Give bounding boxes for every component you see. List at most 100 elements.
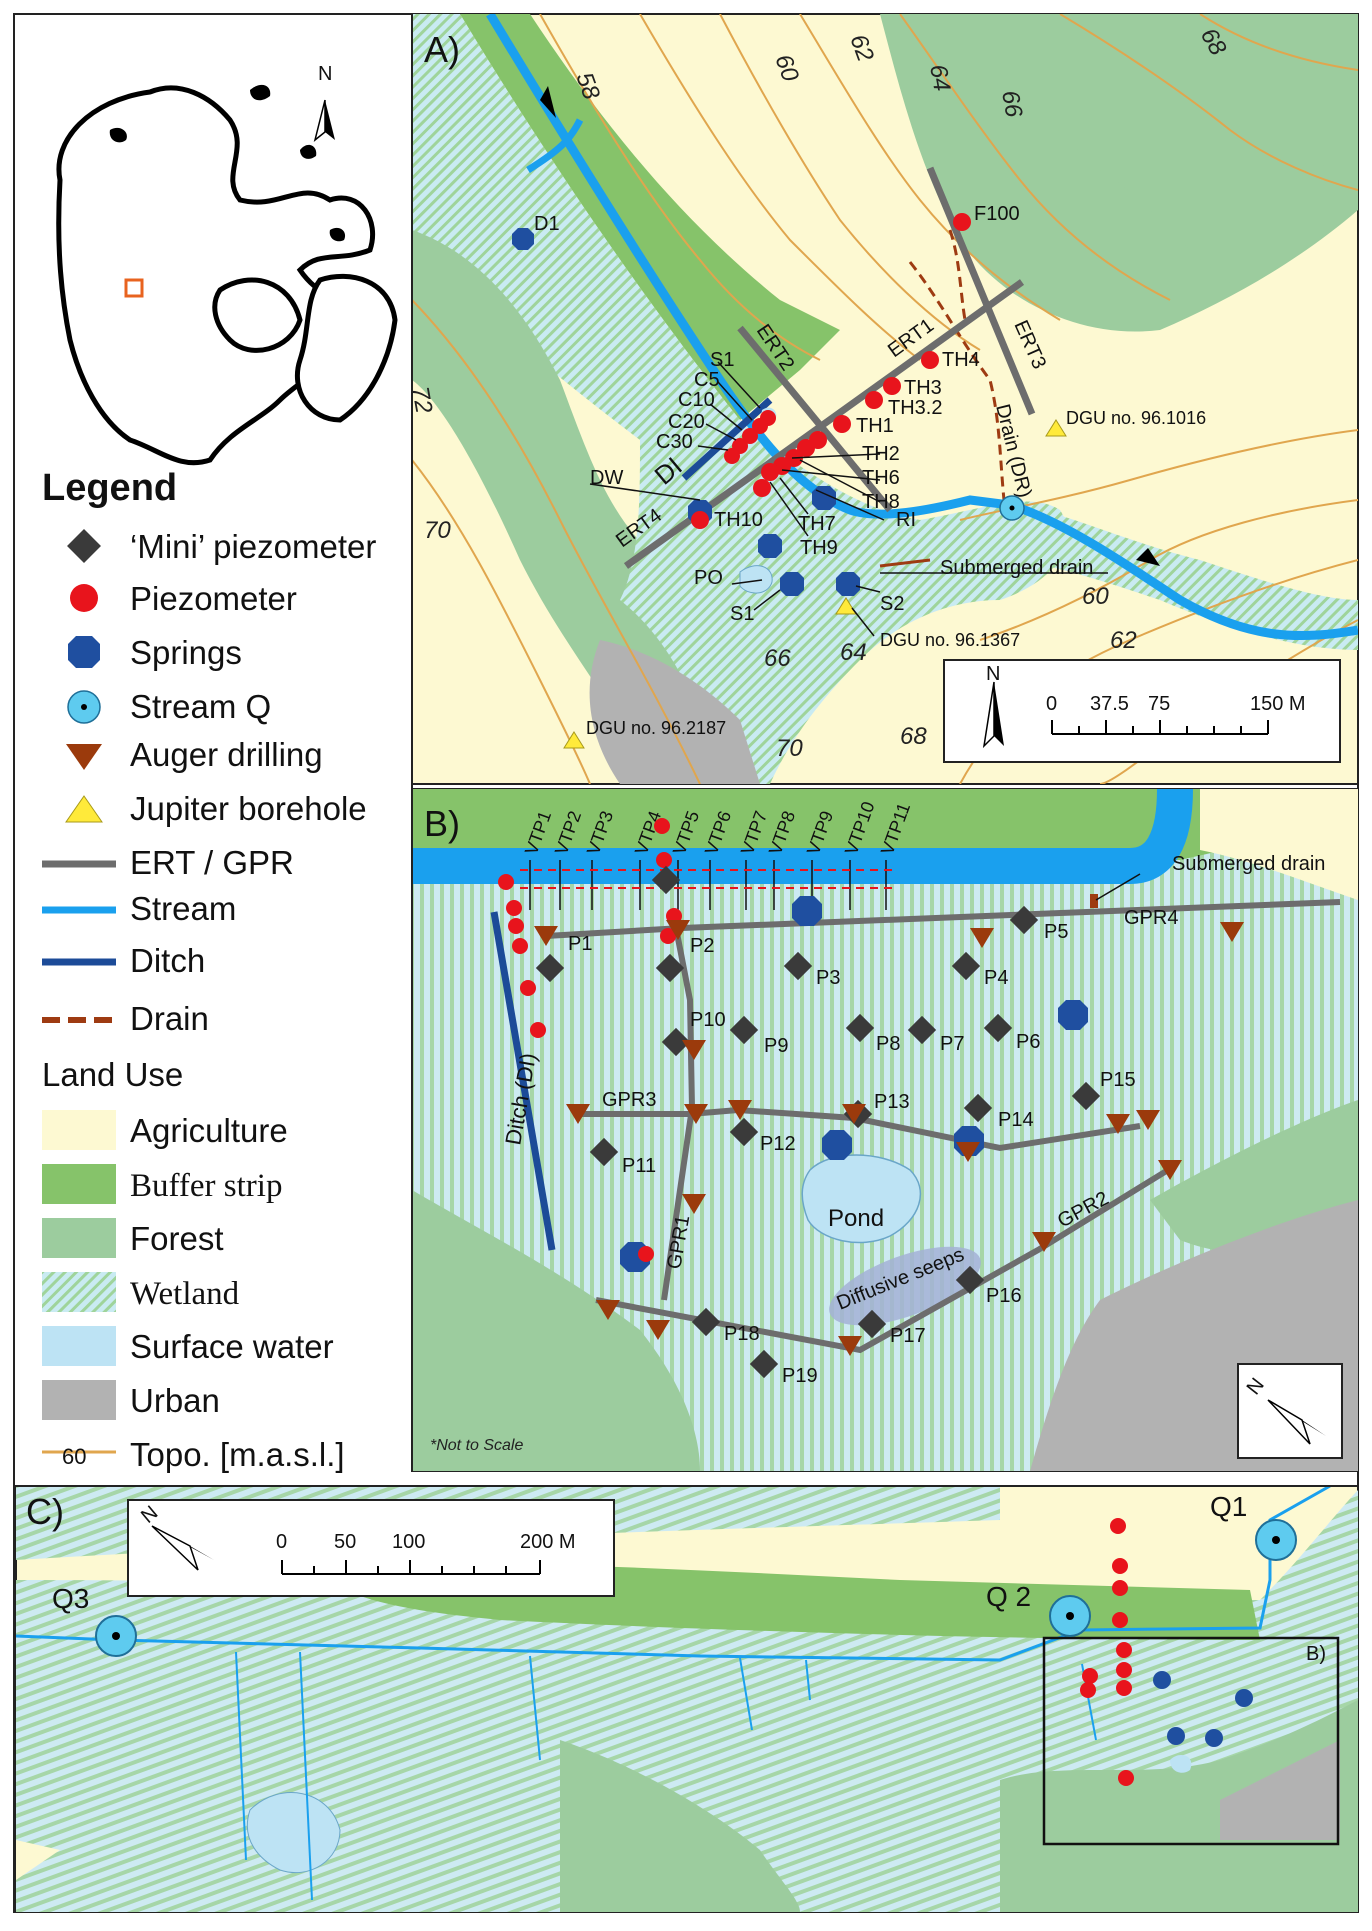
label-po: PO [694,567,723,589]
label-q1: Q1 [1210,1491,1247,1522]
scale-c-0: 0 [276,1531,287,1553]
panel-b-ditch [490,911,556,1251]
legend-urban: Urban [130,1382,220,1419]
panel-c-label: C) [26,1491,64,1532]
legend-springs: Springs [130,634,242,671]
label-c30: C30 [656,431,693,453]
scale-c-100: 100 [392,1531,425,1553]
agriculture-swatch [42,1110,116,1150]
label-q3: Q3 [52,1583,89,1614]
label-d1: D1 [534,213,560,235]
scale-a-0: 0 [1046,693,1057,715]
panel-b-north: N [1237,1363,1343,1459]
buffer-strip-swatch [42,1164,116,1204]
label-c20: C20 [668,411,705,433]
scale-a-37: 37.5 [1090,693,1129,715]
stream-q-markers [95,1519,1297,1657]
panel-c-scale: N 0 50 100 200 M [127,1499,615,1597]
legend-ert-gpr: ERT / GPR [130,844,294,881]
legend: Legend ‘Mini’ piezometer Piezometer Spri… [42,467,376,1473]
panel-a-label: A) [424,29,460,70]
panel-c-box-label: B) [1306,1643,1326,1665]
label-p11: P11 [622,1155,656,1177]
label-p13: P13 [874,1091,910,1113]
overview-north-arrow: N [313,63,335,142]
label-p5: P5 [1044,921,1068,943]
jupiter-borehole-icon [65,795,103,823]
mini-piezometer-icon [67,529,101,563]
label-p15: P15 [1100,1069,1136,1091]
panel-b-label: B) [424,803,460,844]
contour-label-64b: 64 [840,639,867,666]
contour-label-62b: 62 [1110,627,1137,654]
label-th10: TH10 [714,509,763,531]
scale-a-150: 150 M [1250,693,1306,715]
label-th9: TH9 [800,537,838,559]
study-site-marker [124,278,144,298]
legend-title: Legend [42,467,177,509]
ditch-line [681,397,773,481]
contour-label-64: 64 [924,62,955,93]
stream-line [486,14,1358,641]
contour-label-72: 72 [406,384,437,415]
label-dgu-1016: DGU no. 96.1016 [1066,408,1206,428]
forest-swatch [42,1218,116,1258]
label-c5: C5 [694,369,720,391]
label-s1: S1 [730,603,754,625]
label-th3: TH3 [904,377,942,399]
label-p19: P19 [782,1365,818,1387]
panel-c-box-b [1042,1636,1340,1846]
label-p8: P8 [876,1033,900,1055]
label-th2: TH2 [862,443,900,465]
contour-label-66: 66 [996,88,1027,120]
ert3-line [926,166,1036,416]
label-f100: F100 [974,203,1020,225]
legend-forest: Forest [130,1220,224,1257]
panel-c: B) Q1 Q 2 Q3 N [15,1485,1359,1913]
legend-topo: Topo. [m.a.s.l.] [130,1436,345,1473]
legend-auger: Auger drilling [130,736,323,773]
legend-drain: Drain [130,1000,209,1037]
legend-topo-value: 60 [62,1444,86,1469]
label-th7: TH7 [798,513,836,535]
panel-b: VTP1 VTP2 VTP3 VTP4 VTP5 VTP6 VTP7 VTP8 … [411,788,1359,1472]
legend-ditch: Ditch [130,942,205,979]
legend-stream-q: Stream Q [130,688,271,725]
overview-north-label: N [318,63,332,85]
label-not-to-scale: *Not to Scale [430,1437,523,1454]
label-dgu-2187: DGU no. 96.2187 [586,718,726,738]
springs-icon [68,636,100,668]
label-s1-top: S1 [710,349,734,371]
drain-line [908,261,1006,501]
label-s2: S2 [880,593,904,615]
label-th4: TH4 [942,349,980,371]
surface-water-swatch [42,1326,116,1366]
overview-map: N [56,63,398,466]
label-p4: P4 [984,967,1008,989]
contour-label-70: 70 [424,517,451,544]
wetland-swatch [42,1272,116,1312]
label-submerged-drain-a: Submerged drain [940,557,1093,579]
pond [801,1154,921,1244]
label-th6: TH6 [862,467,900,489]
label-q2: Q 2 [986,1581,1031,1612]
legend-wetland: Wetland [130,1276,240,1312]
label-p3: P3 [816,967,840,989]
label-p1: P1 [568,933,592,955]
urban-swatch [42,1380,116,1420]
label-ri: RI [896,509,916,531]
label-p10: P10 [690,1009,726,1031]
scale-c-200: 200 M [520,1531,576,1553]
scale-a-75: 75 [1148,693,1170,715]
label-p16: P16 [986,1285,1022,1307]
label-p17: P17 [890,1325,926,1347]
label-p18: P18 [724,1323,760,1345]
legend-jupiter: Jupiter borehole [130,790,367,827]
label-dgu-1367: DGU no. 96.1367 [880,630,1020,650]
contour-label-66b: 66 [764,645,791,672]
panel-a: 58 60 62 64 66 68 72 70 60 62 64 66 68 7… [406,13,1359,785]
scale-c-50: 50 [334,1531,356,1553]
legend-agriculture: Agriculture [130,1112,288,1149]
panel-a-north-label: N [986,663,1000,685]
piezometer-icon [70,584,98,612]
